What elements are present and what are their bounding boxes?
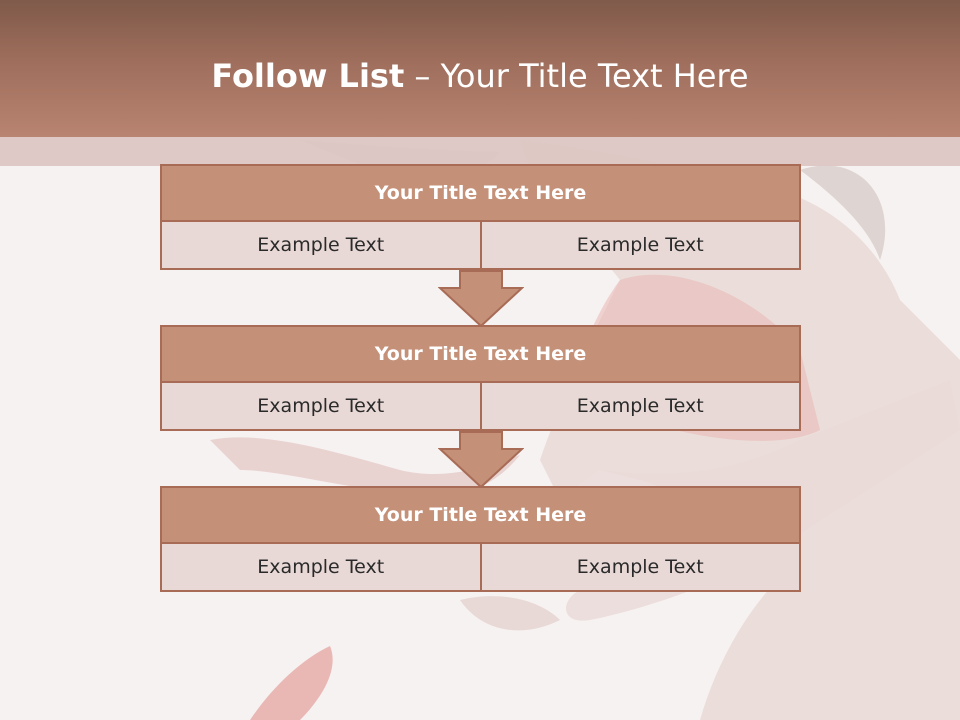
step-title: Your Title Text Here	[162, 488, 799, 544]
step-cell-right: Example Text	[479, 222, 799, 268]
slide-title: Follow List – Your Title Text Here	[0, 56, 960, 96]
step-row: Example Text Example Text	[162, 222, 799, 268]
slide-title-rest: – Your Title Text Here	[404, 57, 749, 95]
step-cell-right: Example Text	[479, 544, 799, 590]
step-row: Example Text Example Text	[162, 383, 799, 429]
step-row: Example Text Example Text	[162, 544, 799, 590]
step-cell-left: Example Text	[162, 544, 480, 590]
header-band	[0, 137, 960, 166]
step-box-1: Your Title Text Here Example Text Exampl…	[160, 164, 801, 270]
step-title: Your Title Text Here	[162, 327, 799, 383]
down-arrow-icon	[438, 270, 524, 328]
step-title: Your Title Text Here	[162, 166, 799, 222]
step-cell-left: Example Text	[162, 222, 480, 268]
step-cell-right: Example Text	[479, 383, 799, 429]
step-box-3: Your Title Text Here Example Text Exampl…	[160, 486, 801, 592]
slide-title-bold: Follow List	[211, 57, 405, 95]
header-bar	[0, 0, 960, 137]
down-arrow-icon	[438, 431, 524, 489]
step-box-2: Your Title Text Here Example Text Exampl…	[160, 325, 801, 431]
step-cell-left: Example Text	[162, 383, 480, 429]
